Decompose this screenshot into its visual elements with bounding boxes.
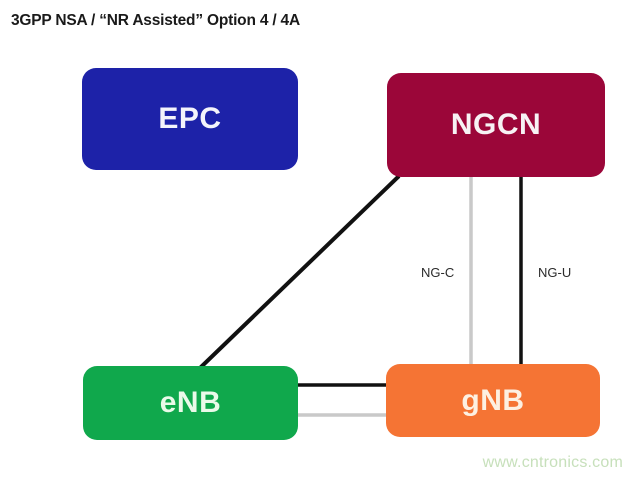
node-gnb[interactable]: gNB [386, 364, 600, 437]
edge-label-ng-c: NG-C [421, 265, 455, 280]
diagram-title: 3GPP NSA / “NR Assisted” Option 4 / 4A [11, 12, 300, 29]
edge-label-ng-u: NG-U [538, 265, 572, 280]
node-enb[interactable]: eNB [83, 366, 298, 440]
node-ngcn[interactable]: NGCN [387, 73, 605, 177]
node-ngcn-label: NGCN [450, 108, 542, 141]
node-epc[interactable]: EPC [82, 68, 298, 170]
node-enb-label: eNB [159, 386, 222, 419]
watermark-text: www.cntronics.com [482, 454, 623, 471]
node-gnb-label: gNB [461, 383, 525, 417]
link-ngcn-enb [198, 174, 401, 370]
node-epc-label: EPC [158, 102, 222, 135]
